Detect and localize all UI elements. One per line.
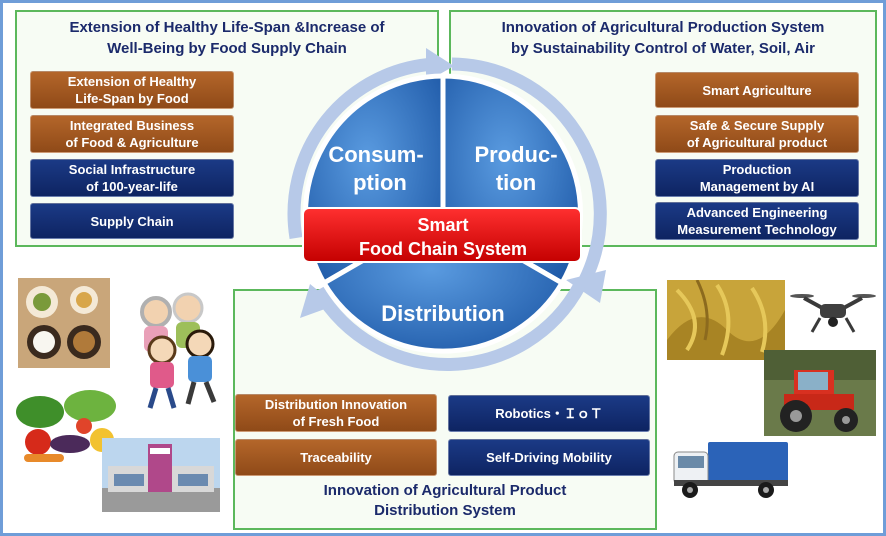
- distribution-label: Distribution: [381, 301, 504, 326]
- production-panel-title-line1: Innovation of Agricultural Production Sy…: [501, 19, 825, 36]
- chip-smart-agriculture: Smart Agriculture: [655, 72, 859, 108]
- food-dishes-image: [18, 278, 110, 368]
- chip-text-line2: of Food & Agriculture: [65, 135, 199, 150]
- arrow-consumption-to-production: [287, 57, 435, 240]
- chip-text-line2: Life-Span by Food: [75, 91, 189, 106]
- center-title-line1: Smart: [417, 215, 468, 235]
- chip-robotics-iot: Robotics・ＩｏＴ: [448, 395, 650, 432]
- center-title-line2: Food Chain System: [359, 239, 527, 259]
- drone-image: [790, 294, 876, 333]
- chip-text-line1: Integrated Business: [69, 118, 195, 133]
- distribution-panel-title-line2: Distribution System: [374, 502, 516, 519]
- rice-field-image: [667, 280, 785, 360]
- tractor-image: [764, 350, 876, 436]
- wellbeing-panel-title-line1: Extension of Healthy Life-Span &Increase…: [69, 19, 385, 36]
- arrow-head-left: [300, 284, 336, 318]
- arrow-production-to-distribution: [451, 57, 607, 283]
- chip-text-line1: Traceability: [300, 450, 372, 465]
- truck-image: [673, 442, 788, 498]
- chip-text-line1: Production: [722, 162, 792, 177]
- chip-text-line2: Measurement Technology: [677, 222, 837, 237]
- chip-text-line1: Smart Agriculture: [702, 82, 812, 98]
- arrow-head-top: [426, 48, 454, 82]
- chip-text-line1: Robotics・ＩｏＴ: [495, 406, 603, 421]
- chip-text-line1: Extension of Healthy: [67, 74, 197, 89]
- chip-text-line1: Distribution Innovation: [264, 397, 408, 412]
- chip-distribution-innovation: Distribution Innovation of Fresh Food: [235, 394, 437, 432]
- chip-text-line1: Social Infrastructure: [68, 162, 196, 177]
- arrow-distribution-to-consumption: [312, 281, 586, 371]
- supermarket-image: [102, 438, 220, 512]
- cycle-arrows: [287, 48, 607, 371]
- chip-supply-chain: Supply Chain: [30, 203, 234, 239]
- chip-text-line1: Safe & Secure Supply: [689, 118, 825, 133]
- chip-safe-secure-supply: Safe & Secure Supply of Agricultural prod…: [655, 115, 859, 153]
- production-panel-title-line2: by Sustainability Control of Water, Soil…: [511, 40, 815, 57]
- chip-text-line2: of Fresh Food: [292, 414, 380, 429]
- production-label-line2: tion: [496, 170, 536, 195]
- consumption-label-line2: ption: [353, 170, 407, 195]
- chip-traceability: Traceability: [235, 439, 437, 476]
- production-label-line1: Produc-: [474, 142, 557, 167]
- chip-text-line1: Self-Driving Mobility: [486, 450, 612, 465]
- chip-text-line2: Management by AI: [699, 179, 815, 194]
- chip-text-line2: of Agricultural product: [686, 135, 828, 150]
- distribution-panel-title-line1: Innovation of Agricultural Product: [323, 482, 567, 499]
- elderly-people-illustration: [140, 292, 217, 409]
- chip-text-line1: Advanced Engineering: [686, 205, 828, 220]
- chip-social-infrastructure: Social Infrastructure of 100-year-life: [30, 159, 234, 197]
- consumption-label-line1: Consum-: [328, 142, 423, 167]
- arrow-head-right: [566, 270, 606, 303]
- chip-text-line2: of 100-year-life: [86, 179, 178, 194]
- center-title-box: [302, 207, 582, 263]
- distribution-segment: [320, 211, 566, 354]
- chip-text-line1: Supply Chain: [90, 213, 174, 229]
- wellbeing-panel-title-line2: Well-Being by Food Supply Chain: [107, 40, 347, 57]
- chip-self-driving-mobility: Self-Driving Mobility: [448, 439, 650, 476]
- chip-integrated-business: Integrated Business of Food & Agriculture: [30, 115, 234, 153]
